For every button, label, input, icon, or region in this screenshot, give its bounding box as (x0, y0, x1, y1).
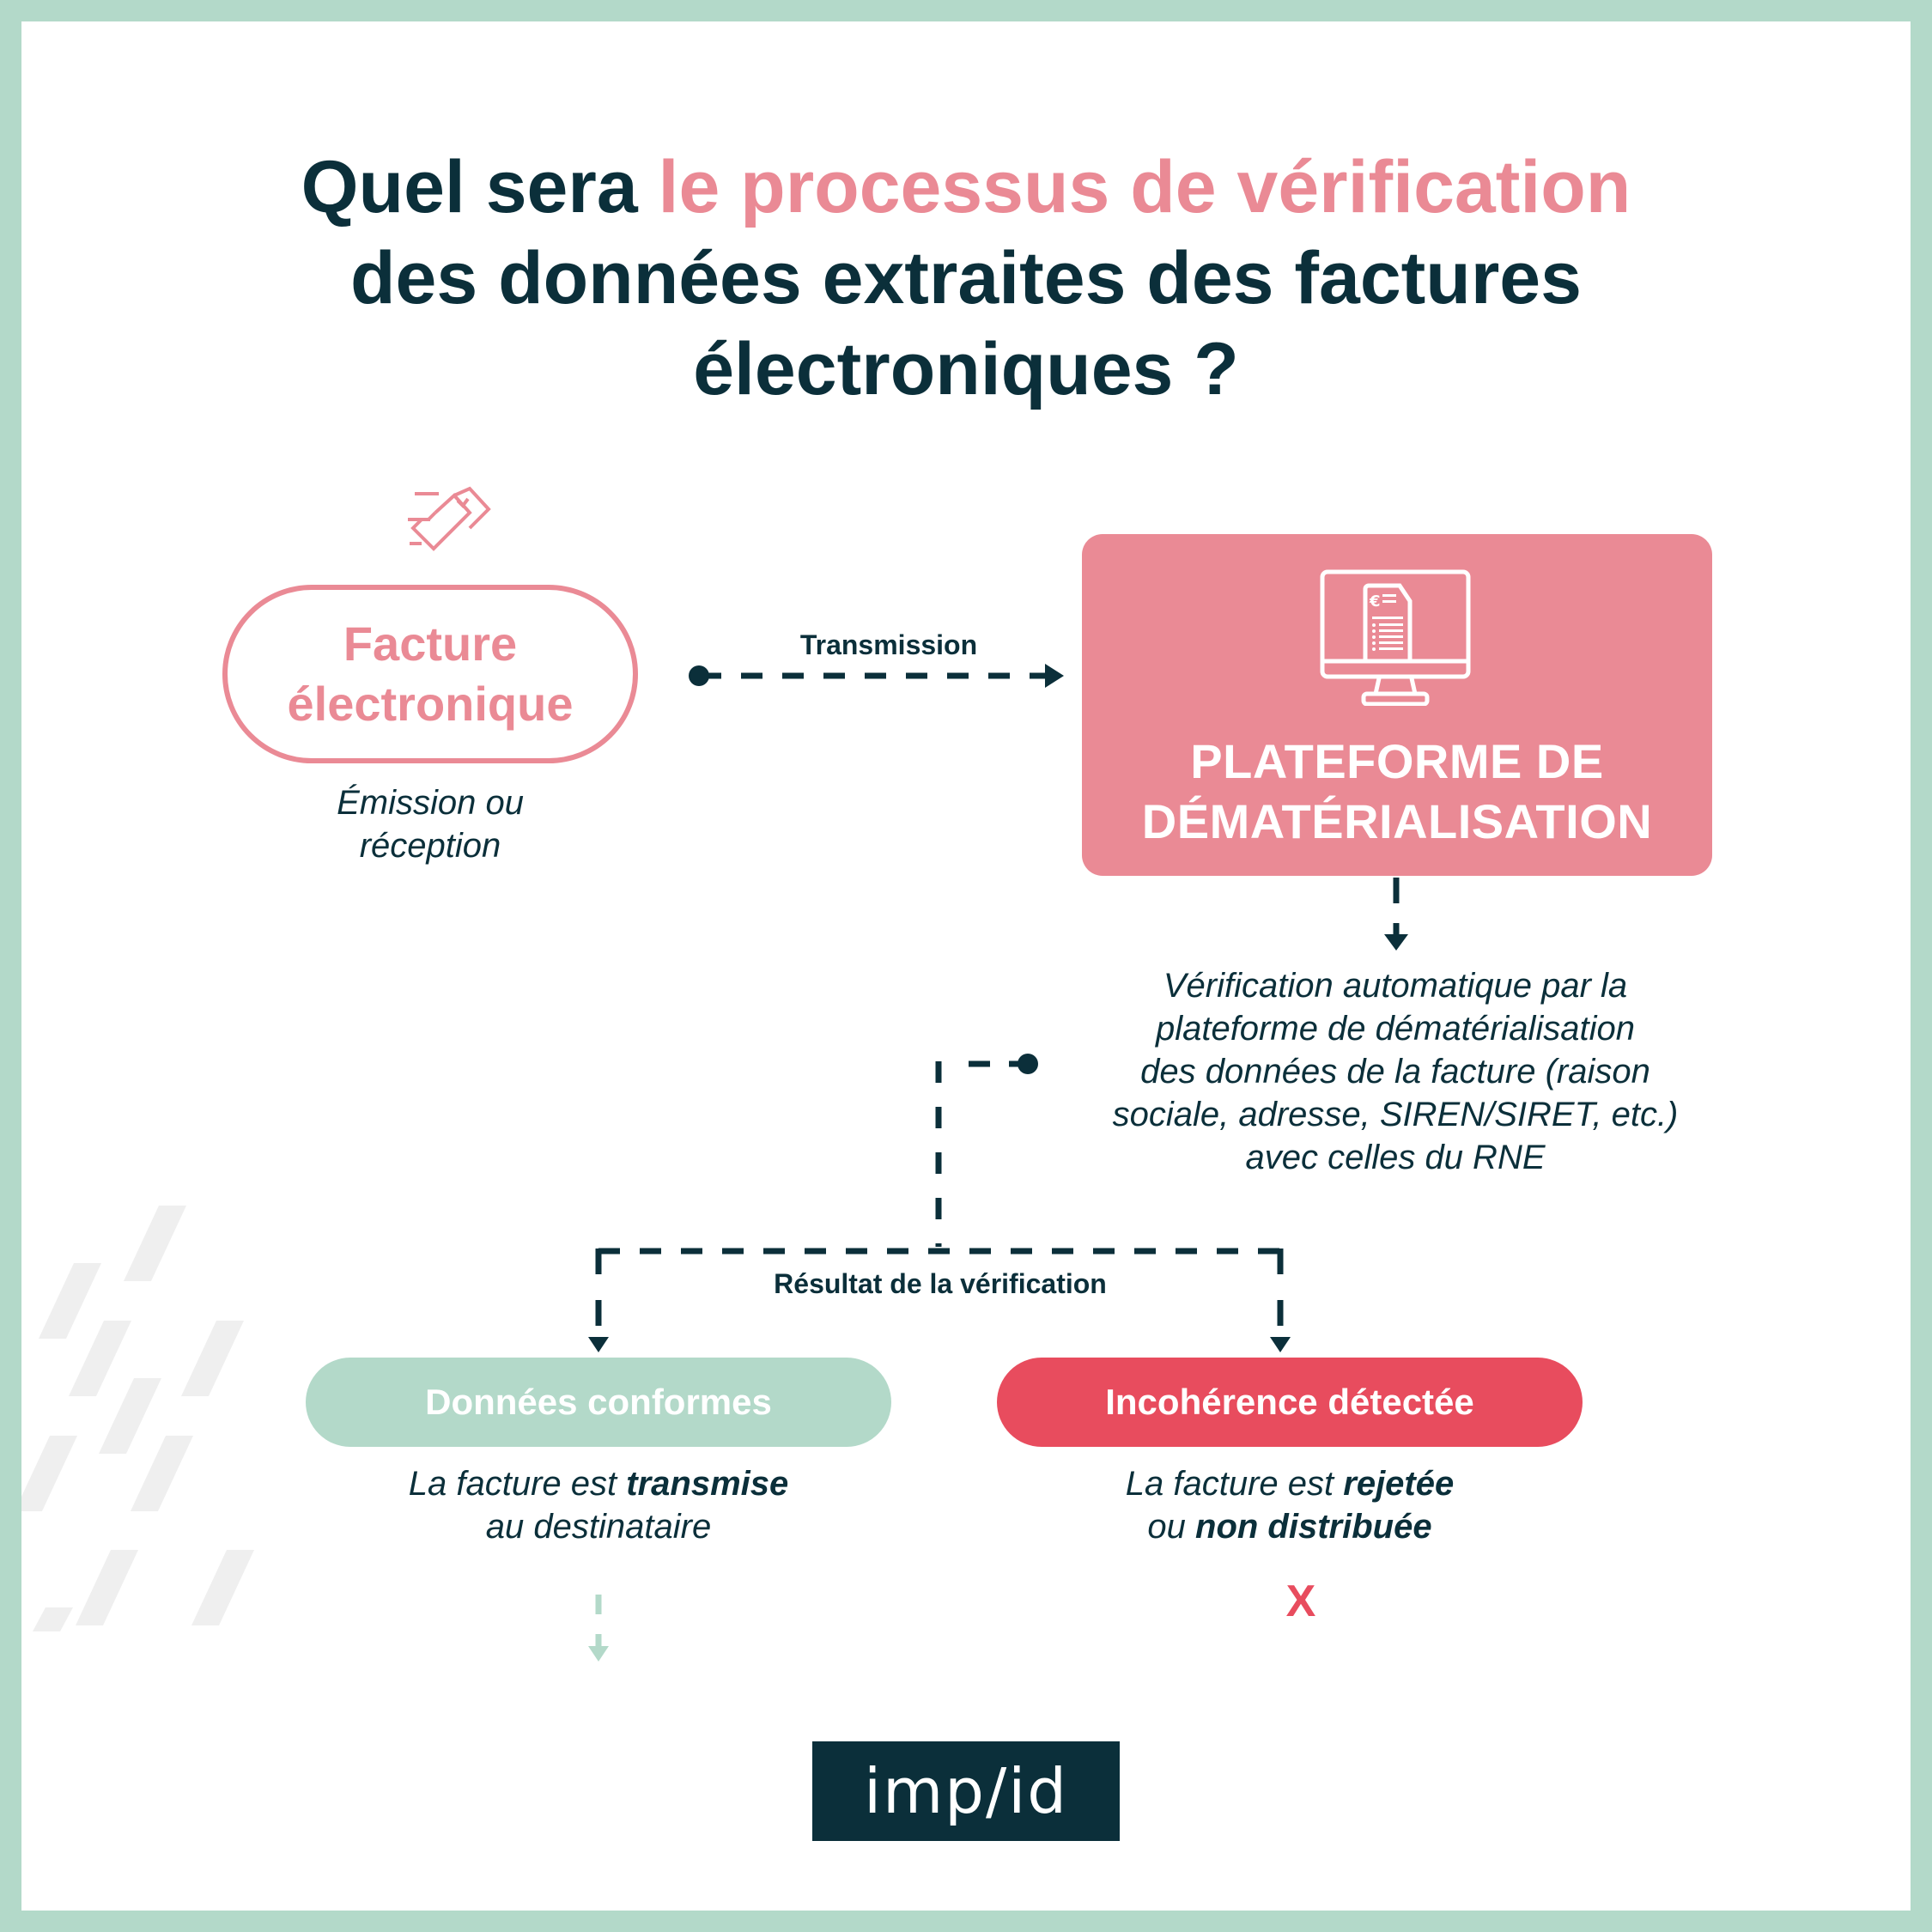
page-title: Quel sera le processus de vérification d… (21, 142, 1911, 415)
facture-caption-line1: Émission ou (337, 784, 524, 822)
infographic-canvas: Quel sera le processus de vérification d… (21, 21, 1911, 1911)
node-donnees-conformes: Données conformes (306, 1358, 891, 1447)
logo-text: imp/id (864, 1755, 1068, 1827)
node-plateforme-dematerialisation: € PLATEFORME DE DÉMATÉRIALISATION (1082, 534, 1712, 876)
title-part1: Quel sera (301, 146, 659, 228)
node-incoherence-detectee: Incohérence détectée (997, 1358, 1583, 1447)
ko-caption: La facture est rejetée ou non distribuée (997, 1462, 1583, 1548)
node-facture-electronique: Facture électronique (222, 585, 638, 763)
facture-line1: Facture (343, 617, 518, 671)
ok-caption: La facture est transmise au destinataire (306, 1462, 891, 1548)
flow-connectors (588, 664, 1408, 1662)
ok-caption-line2: au destinataire (485, 1508, 712, 1546)
svg-text:€: € (1369, 592, 1381, 611)
ko-caption-prefix: La facture est (1125, 1465, 1344, 1503)
ok-caption-prefix: La facture est (408, 1465, 627, 1503)
verification-description: Vérification automatique par la platefor… (1056, 964, 1735, 1179)
brand-logo: imp/id (812, 1741, 1120, 1841)
title-line3: électroniques ? (693, 328, 1239, 410)
ok-label: Données conformes (425, 1382, 772, 1422)
monitor-invoice-euro-icon: € (1320, 569, 1471, 706)
rejected-x-icon: X (1285, 1577, 1316, 1626)
facture-caption-line2: réception (359, 827, 501, 865)
platform-title: PLATEFORME DE DÉMATÉRIALISATION (1082, 732, 1712, 852)
ko-caption-line2-bold: non distribuée (1195, 1508, 1432, 1546)
decorative-slashes (21, 1206, 254, 1631)
verification-line: sociale, adresse, SIREN/SIRET, etc.) (1112, 1096, 1679, 1133)
title-accent: le processus de vérification (658, 146, 1631, 228)
result-label: Résultat de la vérification (774, 1268, 1107, 1299)
facture-caption: Émission ou réception (258, 781, 602, 867)
verification-line: des données de la facture (raison (1140, 1053, 1650, 1091)
verification-line: avec celles du RNE (1245, 1139, 1546, 1176)
transmission-label: Transmission (799, 629, 978, 660)
ok-caption-bold: transmise (626, 1465, 789, 1503)
platform-title-line2: DÉMATÉRIALISATION (1141, 794, 1653, 848)
platform-title-line1: PLATEFORME DE (1190, 734, 1604, 788)
title-line2: des données extraites des factures (350, 237, 1582, 319)
ko-caption-line2-prefix: ou (1147, 1508, 1196, 1546)
verification-line: plateforme de dématérialisation (1155, 1010, 1636, 1048)
ko-caption-bold: rejetée (1343, 1465, 1455, 1503)
ko-label: Incohérence détectée (1105, 1382, 1474, 1422)
verification-line: Vérification automatique par la (1163, 967, 1628, 1005)
facture-line2: électronique (287, 677, 574, 731)
invoice-fly-icon (408, 486, 491, 551)
